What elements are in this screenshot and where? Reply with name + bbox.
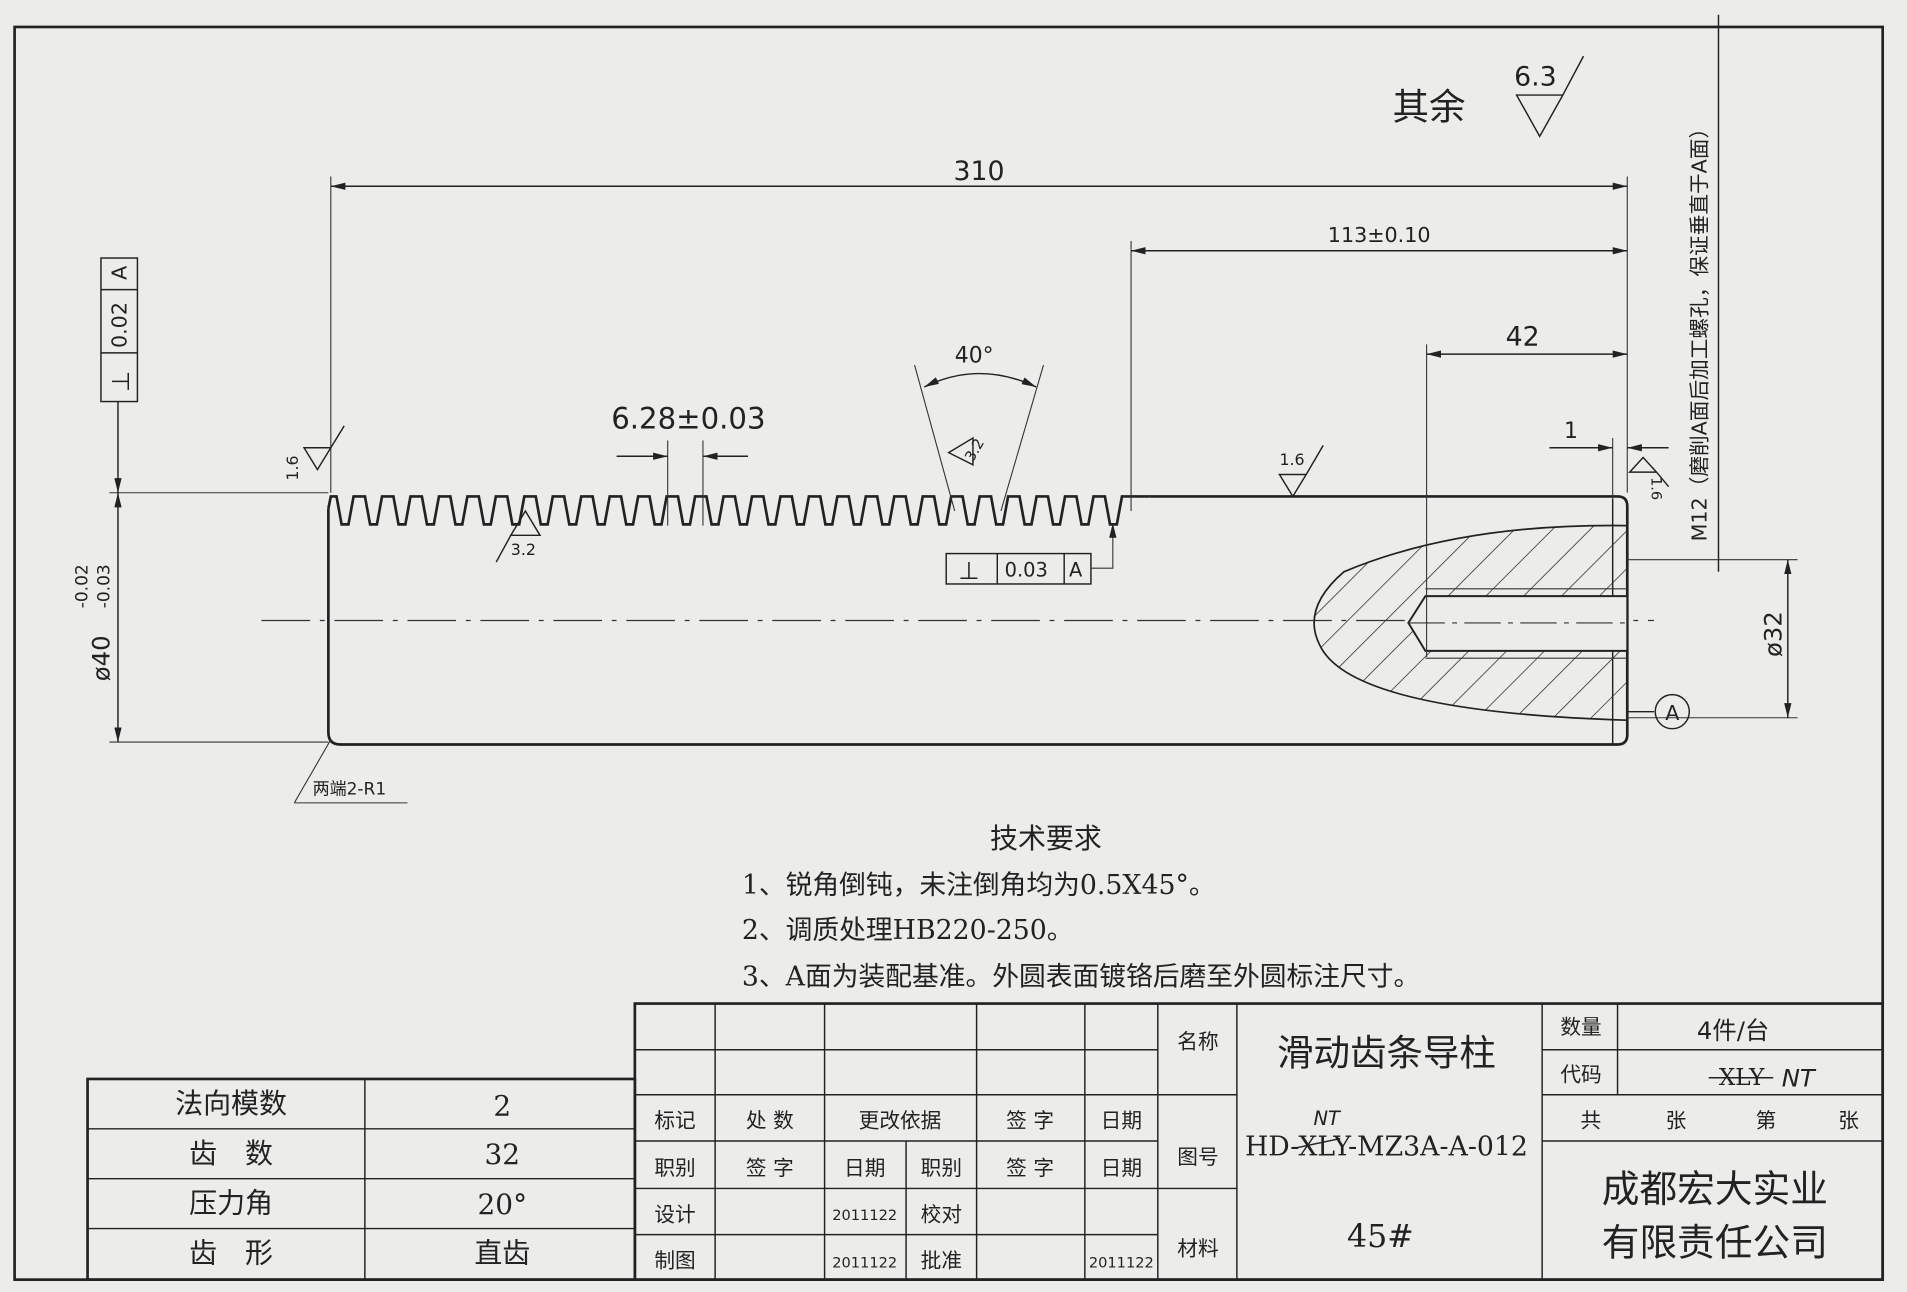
- svg-text:签 字: 签 字: [1006, 1109, 1054, 1133]
- part-name: 滑动齿条导柱: [1277, 1032, 1496, 1075]
- svg-text:齿 形: 齿 形: [189, 1237, 273, 1270]
- tolerance-frame-left: A 0.02 ⊥: [100, 257, 139, 403]
- roughness-default-value: 6.3: [1514, 61, 1557, 92]
- svg-text:A: A: [1069, 559, 1083, 582]
- svg-text:⊥: ⊥: [958, 556, 979, 585]
- svg-text:日期: 日期: [1101, 1109, 1142, 1133]
- svg-text:第: 第: [1756, 1109, 1777, 1133]
- roughness-default: 其余 6.3: [1393, 55, 1585, 138]
- roughness-symbols: 1.6 1.6 3.2 3.2 1.6: [283, 425, 1670, 563]
- svg-text:更改依据: 更改依据: [859, 1109, 942, 1133]
- company-name-line2: 有限责任公司: [1602, 1220, 1828, 1264]
- dim-113: 113±0.10: [1328, 223, 1431, 247]
- svg-text:日期: 日期: [844, 1156, 885, 1180]
- svg-text:2011122: 2011122: [1089, 1254, 1154, 1271]
- tech-requirements: 技术要求 1、锐角倒钝，未注倒角均为0.5X45°。 2、调质处理HB220-2…: [742, 822, 1420, 992]
- svg-text:2011122: 2011122: [832, 1254, 897, 1271]
- dim-dia40-upper: -0.02: [73, 564, 93, 608]
- svg-text:压力角: 压力角: [189, 1187, 273, 1220]
- name-label: 名称: [1177, 1030, 1218, 1054]
- radius-note: 两端2-R1: [313, 779, 387, 799]
- svg-text:处 数: 处 数: [746, 1109, 794, 1133]
- svg-text:20°: 20°: [478, 1188, 528, 1221]
- dim-dia40-lower: -0.03: [94, 564, 114, 608]
- dim-dia32: ø32: [1759, 611, 1788, 657]
- tech-requirements-title: 技术要求: [990, 822, 1102, 855]
- svg-text:日期: 日期: [1101, 1156, 1142, 1180]
- dim-angle: 40°: [955, 344, 994, 369]
- svg-text:法向模数: 法向模数: [175, 1087, 287, 1120]
- dimensions: 310 113±0.10 42 1 6.28±0.03 40° ø40 -0.0…: [73, 156, 1798, 804]
- svg-text:签 字: 签 字: [746, 1156, 794, 1180]
- svg-text:制图: 制图: [654, 1248, 695, 1272]
- material-label: 材料: [1177, 1236, 1218, 1260]
- svg-text:1.6: 1.6: [1279, 450, 1304, 469]
- tech-item: 3、A面为装配基准。外圆表面镀铬后磨至外圆标注尺寸。: [742, 961, 1420, 992]
- svg-text:1.6: 1.6: [1648, 477, 1665, 500]
- svg-text:直齿: 直齿: [474, 1237, 530, 1270]
- svg-text:A: A: [1665, 701, 1679, 725]
- side-note: M12（磨削A面后加工螺孔，保证垂直于A面）: [1687, 118, 1711, 542]
- gear-parameter-table: 法向模数 2 齿 数 32 压力角 20° 齿 形 直齿: [86, 1077, 637, 1281]
- svg-text:3.2: 3.2: [511, 540, 536, 559]
- svg-text:签 字: 签 字: [1006, 1156, 1054, 1180]
- dim-1: 1: [1564, 419, 1578, 444]
- svg-text:0.02: 0.02: [107, 302, 131, 348]
- roughness-default-label: 其余: [1393, 85, 1466, 128]
- company-name-line1: 成都宏大实业: [1602, 1167, 1828, 1211]
- svg-text:⊥: ⊥: [106, 371, 135, 392]
- dim-overall-length: 310: [954, 156, 1005, 187]
- svg-text:职别: 职别: [921, 1156, 962, 1180]
- rack-teeth: [327, 495, 1150, 526]
- tolerance-frame-mid: ⊥ 0.03 A: [945, 523, 1117, 585]
- drawing-no-label: 图号: [1177, 1145, 1218, 1169]
- svg-text:2011122: 2011122: [832, 1207, 897, 1224]
- tech-item: 2、调质处理HB220-250。: [742, 915, 1074, 946]
- section-view: [1313, 524, 1629, 722]
- svg-text:共: 共: [1580, 1109, 1601, 1133]
- svg-text:32: 32: [484, 1138, 520, 1171]
- dim-pitch: 6.28±0.03: [611, 401, 765, 435]
- svg-text:2: 2: [493, 1089, 511, 1122]
- drawing-no-correction: NT: [1313, 1107, 1342, 1130]
- dim-dia40: ø40: [86, 635, 115, 681]
- svg-text:设计: 设计: [654, 1202, 695, 1226]
- dim-42: 42: [1506, 322, 1540, 353]
- svg-text:0.03: 0.03: [1005, 559, 1048, 582]
- code: NT: [1782, 1063, 1817, 1092]
- title-block: 标记 处 数 更改依据 签 字 日期 职别 签 字 日期 职别 签 字 日期 设…: [633, 1002, 1885, 1281]
- drawing-number: HD-XLY-MZ3A-A-012: [1245, 1132, 1528, 1163]
- svg-text:职别: 职别: [654, 1156, 695, 1180]
- svg-text:张: 张: [1666, 1109, 1687, 1133]
- tech-item: 1、锐角倒钝，未注倒角均为0.5X45°。: [742, 870, 1216, 901]
- svg-text:标记: 标记: [654, 1109, 695, 1133]
- svg-text:1.6: 1.6: [283, 455, 302, 480]
- svg-text:3.2: 3.2: [962, 436, 988, 465]
- svg-text:代码: 代码: [1560, 1062, 1601, 1086]
- svg-text:齿 数: 齿 数: [189, 1137, 273, 1170]
- svg-text:批准: 批准: [921, 1248, 962, 1272]
- svg-text:A: A: [107, 266, 131, 280]
- svg-text:校对: 校对: [921, 1202, 962, 1226]
- svg-text:数量: 数量: [1560, 1015, 1601, 1039]
- material: 45#: [1347, 1219, 1414, 1255]
- quantity: 4件/台: [1697, 1016, 1769, 1045]
- svg-text:张: 张: [1838, 1109, 1859, 1133]
- datum-a: A: [1627, 693, 1691, 730]
